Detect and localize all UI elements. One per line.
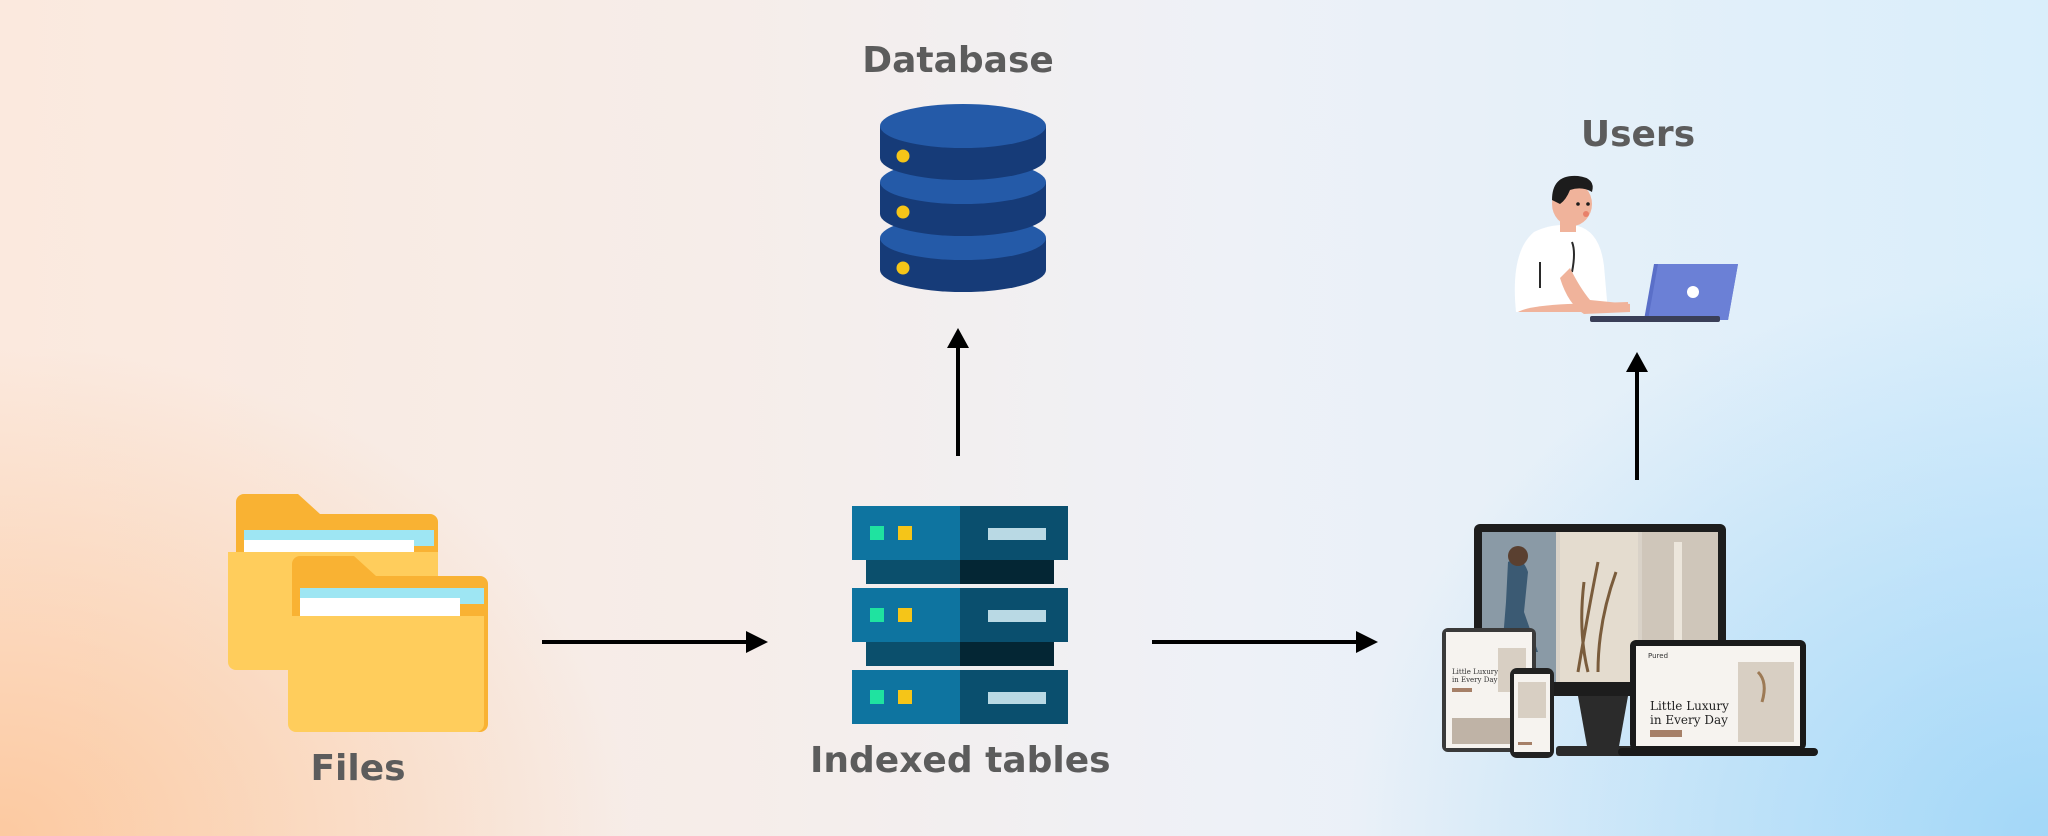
database-label: Database [862,40,1054,81]
indexed-tables-label: Indexed tables [810,740,1111,781]
arrow-tables-to-database [947,328,969,456]
folders-icon [228,494,488,732]
server-rack-icon [852,506,1068,724]
user-laptop-icon [1514,175,1738,322]
database-node [876,100,1050,296]
svg-text:in Every Day: in Every Day [1452,676,1497,684]
svg-text:Pured: Pured [1648,652,1668,660]
svg-text:in Every Day: in Every Day [1650,713,1728,727]
files-label: Files [310,748,406,789]
arrow-files-to-tables [542,631,768,653]
mockup-headline: Little Luxury [1650,699,1729,713]
arrow-tables-to-devices [1152,631,1378,653]
users-label: Users [1580,114,1696,155]
indexed-tables-node [850,504,1070,724]
database-icon [880,104,1046,292]
users-node [1510,172,1746,324]
arrow-devices-to-users [1626,352,1648,480]
responsive-devices-icon: Little Luxury in Every Day Little Luxury… [1442,524,1818,758]
files-node [228,492,488,732]
website-devices-node: Little Luxury in Every Day Little Luxury… [1438,522,1818,762]
svg-text:Little Luxury: Little Luxury [1452,668,1498,676]
